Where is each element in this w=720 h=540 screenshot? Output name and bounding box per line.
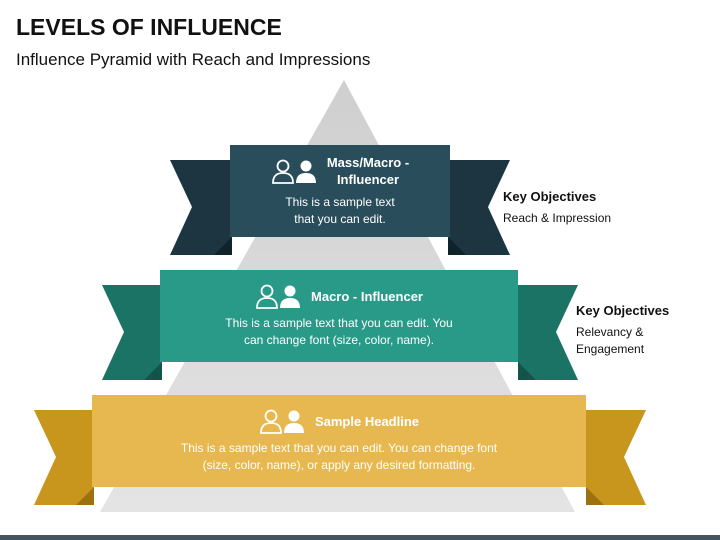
- level-heading: Macro - Influencer: [311, 288, 423, 304]
- objective-text: Reach & Impression: [503, 211, 612, 225]
- banner-fold-right-2: [518, 362, 536, 380]
- banner-tail-left-3: [34, 410, 94, 505]
- level-header: Macro - Influencer: [255, 283, 423, 309]
- banner-fold-left-3: [76, 487, 94, 505]
- footer-bar: [0, 535, 720, 540]
- level-heading: Sample Headline: [314, 413, 420, 429]
- slide-title: LEVELS OF INFLUENCE: [16, 14, 282, 40]
- banner-tail-left-1: [170, 160, 232, 255]
- level-text: This is a sample text that you can edit.…: [180, 441, 498, 472]
- banner-fold-left-2: [144, 362, 162, 380]
- key-objectives-top: Key Objectives Reach & Impression: [503, 188, 611, 227]
- users-icon: [271, 158, 319, 184]
- banner-tail-right-3: [586, 410, 646, 505]
- slide-subtitle: Influence Pyramid with Reach and Impress…: [16, 50, 371, 69]
- objective-title: Key Objectives: [503, 189, 597, 204]
- level-header: Sample Headline: [259, 408, 419, 434]
- objective-title: Key Objectives: [576, 303, 670, 318]
- level-banner-top: Mass/Macro - Influencer This is a sample…: [230, 145, 450, 237]
- banner-fold-right-1: [448, 237, 466, 255]
- banner-tail-right-1: [448, 160, 510, 255]
- banner-fold-right-3: [586, 487, 604, 505]
- level-banner-bottom: Sample Headline This is a sample text th…: [92, 395, 586, 487]
- banner-tail-left-2: [102, 285, 162, 380]
- level-heading: Mass/Macro - Influencer: [326, 155, 410, 187]
- level-banner-middle: Macro - Influencer This is a sample text…: [160, 270, 518, 362]
- key-objectives-middle: Key Objectives Relevancy & Engagement: [576, 302, 669, 358]
- level-text: This is a sample text that you can edit.…: [225, 316, 453, 347]
- banner-fold-left-1: [214, 237, 232, 255]
- objective-text: Relevancy & Engagement: [576, 325, 645, 356]
- users-icon: [255, 283, 303, 309]
- users-icon: [259, 408, 307, 434]
- banner-tail-right-2: [518, 285, 578, 380]
- level-header: Mass/Macro - Influencer: [271, 154, 409, 188]
- level-text: This is a sample text that you can edit.: [285, 195, 395, 226]
